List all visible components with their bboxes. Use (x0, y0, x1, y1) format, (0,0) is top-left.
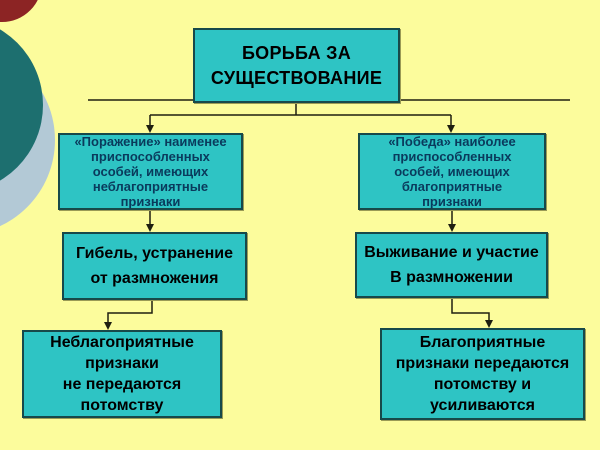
arrow-down-right-top (447, 125, 455, 133)
arrow-down-left-top (146, 125, 154, 133)
victory-text: «Победа» наиболее приспособленных особей… (388, 134, 516, 209)
unfavorable-traits-box: Неблагоприятные признаки не передаются п… (22, 330, 222, 418)
favorable-traits-box: Благоприятные признаки передаются потомс… (380, 328, 585, 420)
title-text: БОРЬБА ЗА СУЩЕСТВОВАНИЕ (210, 42, 383, 88)
survival-box: Выживание и участие В размножении (355, 232, 548, 298)
defeat-text: «Поражение» наименее приспособленных осо… (74, 134, 227, 209)
death-box: Гибель, устранение от размножения (62, 232, 247, 300)
arrow-down-left-mid (146, 224, 154, 232)
defeat-box: «Поражение» наименее приспособленных осо… (58, 133, 243, 210)
title-box: БОРЬБА ЗА СУЩЕСТВОВАНИЕ (193, 28, 400, 103)
arrow-down-right-bottom (485, 320, 493, 328)
favorable-traits-text: Благоприятные признаки передаются потомс… (395, 334, 570, 414)
death-text: Гибель, устранение от размножения (75, 245, 234, 287)
decor-circle-maroon (0, 0, 42, 22)
survival-text: Выживание и участие В размножении (364, 244, 539, 286)
arrow-down-right-mid (448, 224, 456, 232)
arrow-down-left-bottom (104, 322, 112, 330)
victory-box: «Победа» наиболее приспособленных особей… (358, 133, 546, 210)
unfavorable-traits-text: Неблагоприятные признаки не передаются п… (50, 334, 194, 414)
